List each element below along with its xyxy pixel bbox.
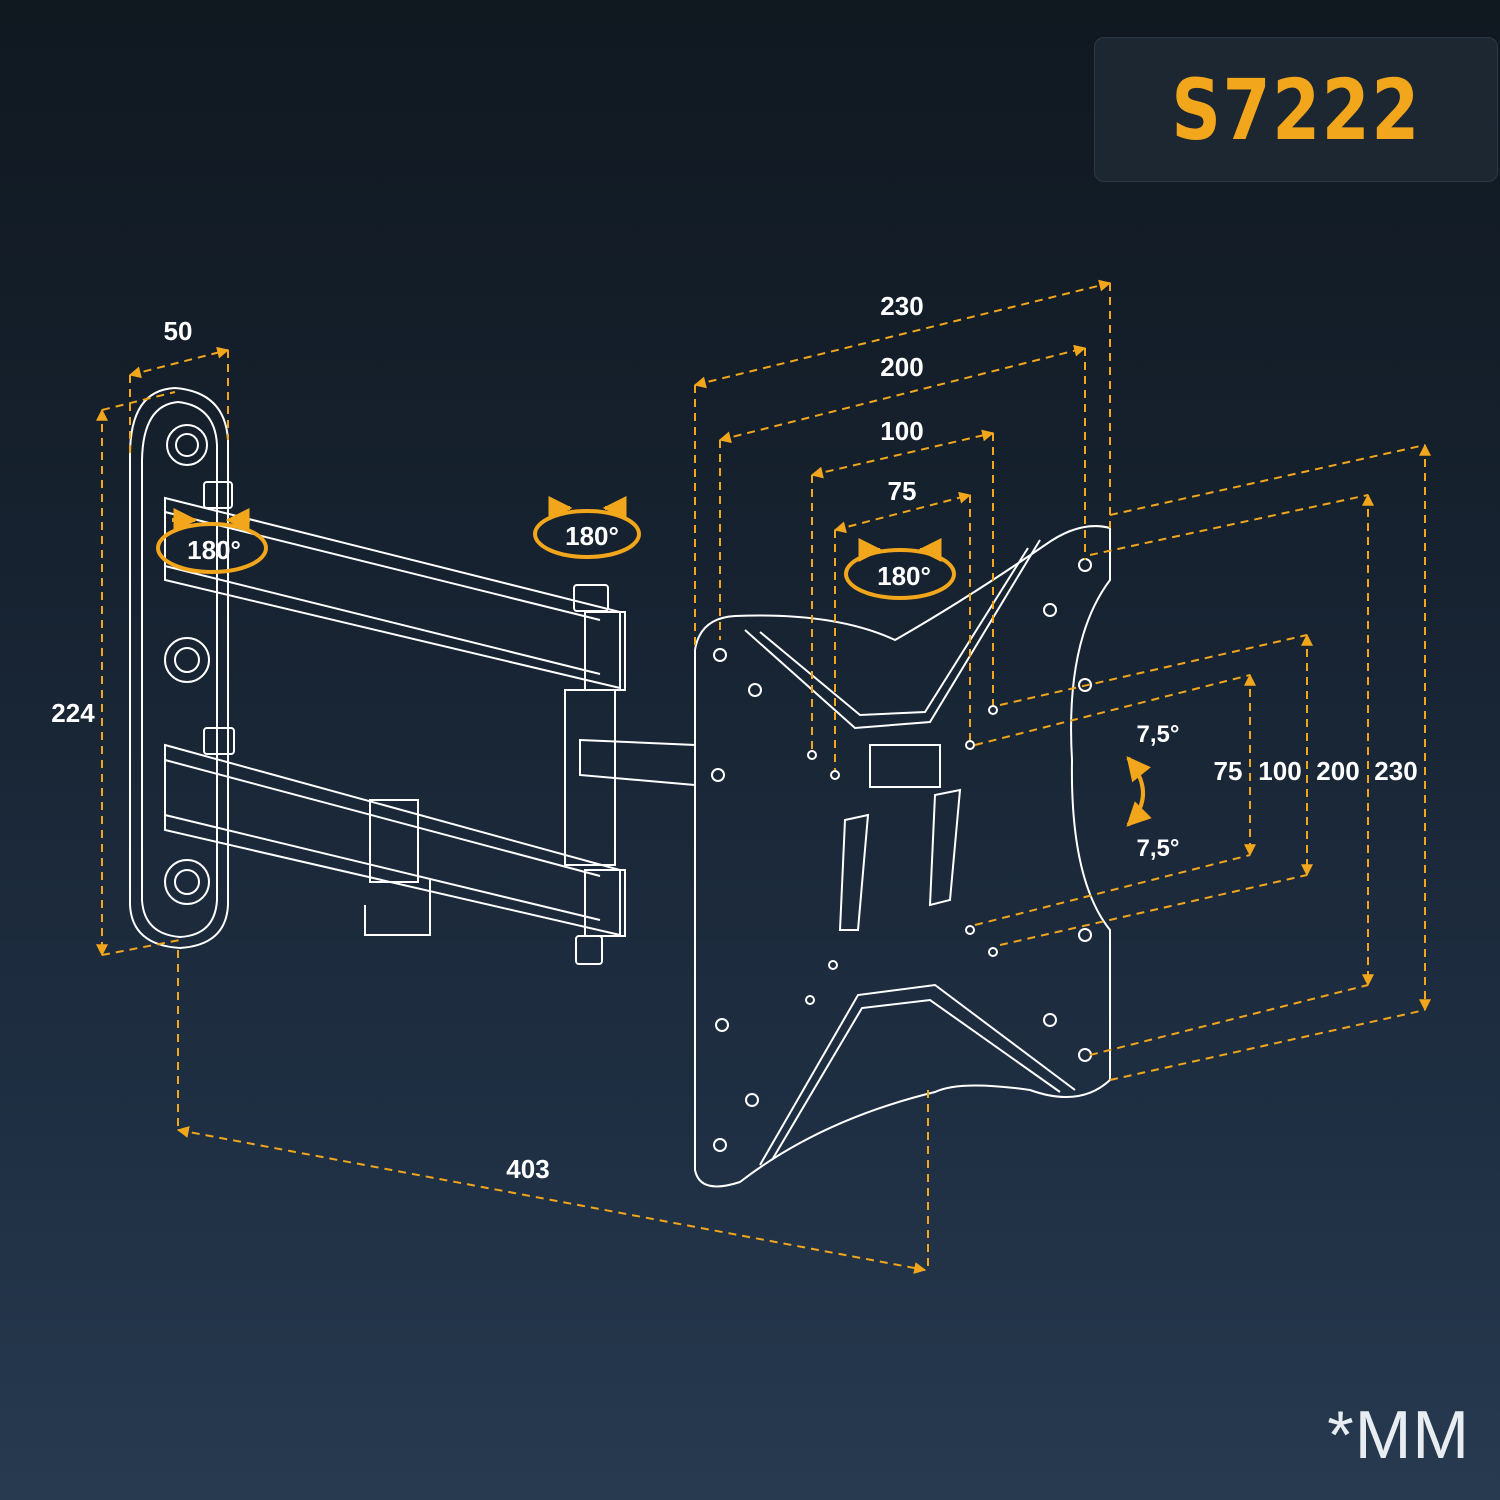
wall-plate bbox=[129, 386, 229, 950]
vesa-h-200-label: 200 bbox=[880, 352, 923, 382]
tilt-up-label: 7,5° bbox=[1137, 721, 1180, 748]
wall-plate-width-label: 50 bbox=[164, 316, 193, 346]
dimension-lines bbox=[96, 279, 1431, 1274]
vesa-h-100-label: 100 bbox=[880, 416, 923, 446]
unit-note: *MM bbox=[1327, 1397, 1470, 1473]
arm-pivot-rotation-label: 180° bbox=[565, 521, 619, 551]
tilt-down-label: 7,5° bbox=[1137, 835, 1180, 862]
vesa-v-230-label: 230 bbox=[1374, 756, 1417, 786]
wall-pivot-rotation-label: 180° bbox=[187, 535, 241, 565]
vesa-v-200-label: 200 bbox=[1316, 756, 1359, 786]
plate-swivel-rotation-icon bbox=[844, 538, 956, 600]
vesa-v-75-label: 75 bbox=[1214, 756, 1243, 786]
upper-arm bbox=[164, 481, 626, 691]
rotation-indicators: 180° 180° 180° 7,5° 7,5° bbox=[156, 496, 1180, 862]
lower-arm bbox=[164, 689, 696, 965]
model-number: S7222 bbox=[1171, 60, 1421, 159]
arm-extension-label: 403 bbox=[506, 1154, 549, 1184]
tilt-rotation-icon bbox=[1126, 756, 1152, 827]
dimension-labels: 50 224 403 230 200 100 75 75 100 200 230 bbox=[51, 291, 1417, 1184]
model-badge: S7222 bbox=[1094, 37, 1498, 182]
vesa-v-100-label: 100 bbox=[1258, 756, 1301, 786]
vesa-plate bbox=[694, 525, 1111, 1188]
wall-pivot-rotation-icon bbox=[156, 508, 268, 574]
plate-swivel-rotation-label: 180° bbox=[877, 561, 931, 591]
vesa-h-230-label: 230 bbox=[880, 291, 923, 321]
wall-plate-height-label: 224 bbox=[51, 698, 95, 728]
arm-pivot-rotation-icon bbox=[533, 496, 641, 559]
vesa-h-75-label: 75 bbox=[888, 476, 917, 506]
